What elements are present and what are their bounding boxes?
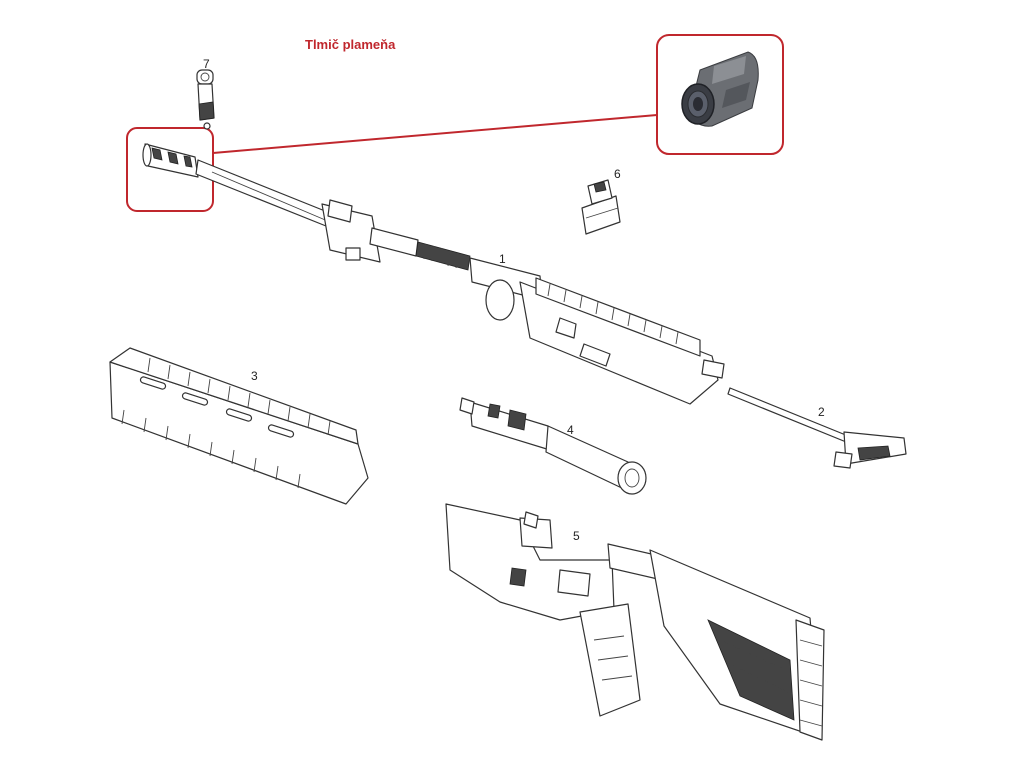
part-label-4: 4 [567, 423, 574, 437]
part-7-front-sight [196, 69, 215, 130]
part-4-bolt-carrier [459, 397, 647, 495]
flash-hider-photo [681, 51, 759, 127]
part-6-rear-sight [581, 179, 621, 235]
part-label-2: 2 [818, 405, 825, 419]
part-label-3: 3 [251, 369, 258, 383]
part-3-handguard [109, 347, 369, 505]
part-5-lower-receiver [445, 503, 825, 741]
part-label-6: 6 [614, 167, 621, 181]
flash-hider-title: Tlmič plameňa [305, 37, 396, 52]
part-label-7: 7 [203, 57, 210, 71]
part-label-1: 1 [499, 252, 506, 266]
part-1-upper-receiver [142, 143, 725, 405]
part-2-charging-handle [727, 387, 907, 469]
callout-connector-line [212, 114, 658, 154]
part-label-5: 5 [573, 529, 580, 543]
callout-box-large [656, 34, 784, 155]
